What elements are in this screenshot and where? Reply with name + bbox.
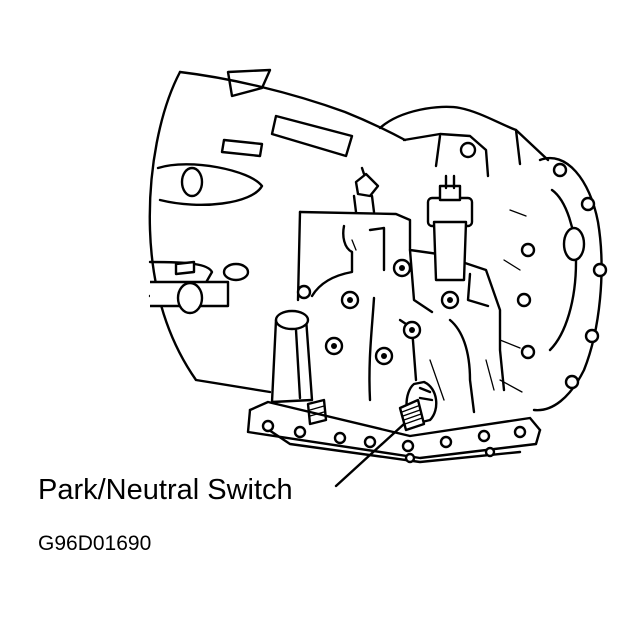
end-cover [499, 157, 608, 412]
callout-leader-line [334, 422, 406, 488]
sensor-stalks [352, 166, 474, 282]
switch-callout-label: Park/Neutral Switch [38, 474, 293, 506]
oil-pan [246, 400, 542, 464]
bell-housing [148, 68, 407, 394]
left-boss [270, 309, 328, 426]
upper-case [378, 105, 550, 178]
bolts [296, 258, 460, 366]
figure-id: G96D01690 [38, 532, 152, 555]
park-neutral-switch [398, 380, 438, 432]
valve-body [296, 210, 506, 414]
